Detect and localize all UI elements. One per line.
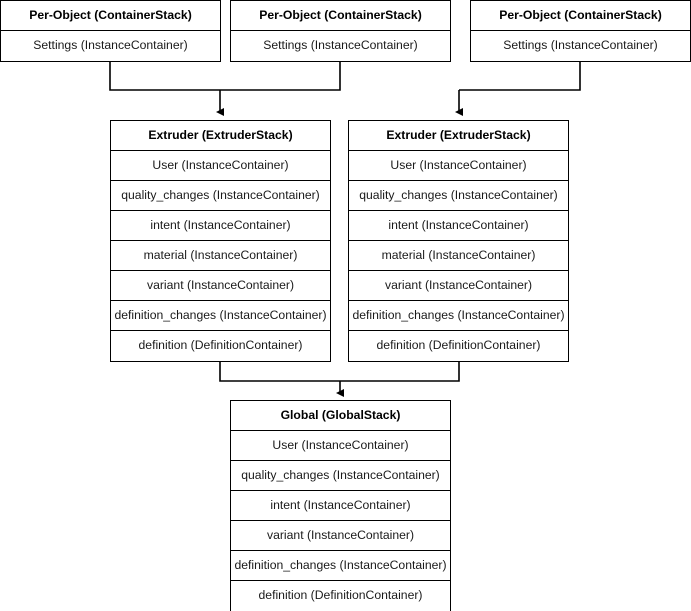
node-row: variant (InstanceContainer) bbox=[349, 271, 568, 301]
node-row: Settings (InstanceContainer) bbox=[231, 31, 450, 61]
node-row: quality_changes (InstanceContainer) bbox=[111, 181, 330, 211]
node-row: User (InstanceContainer) bbox=[111, 151, 330, 181]
node-row: quality_changes (InstanceContainer) bbox=[349, 181, 568, 211]
node-title: Per-Object (ContainerStack) bbox=[231, 1, 450, 31]
node-row: definition_changes (InstanceContainer) bbox=[349, 301, 568, 331]
node-row: intent (InstanceContainer) bbox=[349, 211, 568, 241]
node-row: User (InstanceContainer) bbox=[231, 431, 450, 461]
node-per-object-2[interactable]: Per-Object (ContainerStack) Settings (In… bbox=[230, 0, 451, 62]
node-row: definition (DefinitionContainer) bbox=[349, 331, 568, 361]
edge-per-object-2-to-extruder-1 bbox=[220, 60, 341, 91]
node-row: material (InstanceContainer) bbox=[111, 241, 330, 271]
node-row: variant (InstanceContainer) bbox=[111, 271, 330, 301]
node-extruder-2[interactable]: Extruder (ExtruderStack) User (InstanceC… bbox=[348, 120, 569, 362]
node-row: definition (DefinitionContainer) bbox=[231, 581, 450, 611]
node-per-object-3[interactable]: Per-Object (ContainerStack) Settings (In… bbox=[470, 0, 691, 62]
node-global[interactable]: Global (GlobalStack) User (InstanceConta… bbox=[230, 400, 451, 611]
edge-extruder-2-to-global bbox=[340, 360, 460, 382]
node-row: Settings (InstanceContainer) bbox=[1, 31, 220, 61]
node-title: Per-Object (ContainerStack) bbox=[471, 1, 690, 31]
node-title: Extruder (ExtruderStack) bbox=[349, 121, 568, 151]
edge-per-object-3-to-extruder-2 bbox=[459, 60, 581, 91]
edge-extruder-1-to-global bbox=[219, 360, 340, 382]
node-row: definition_changes (InstanceContainer) bbox=[111, 301, 330, 331]
node-title: Global (GlobalStack) bbox=[231, 401, 450, 431]
node-title: Extruder (ExtruderStack) bbox=[111, 121, 330, 151]
node-row: material (InstanceContainer) bbox=[349, 241, 568, 271]
node-row: Settings (InstanceContainer) bbox=[471, 31, 690, 61]
node-row: intent (InstanceContainer) bbox=[111, 211, 330, 241]
node-row: quality_changes (InstanceContainer) bbox=[231, 461, 450, 491]
node-per-object-1[interactable]: Per-Object (ContainerStack) Settings (In… bbox=[0, 0, 221, 62]
node-row: variant (InstanceContainer) bbox=[231, 521, 450, 551]
node-row: definition (DefinitionContainer) bbox=[111, 331, 330, 361]
node-extruder-1[interactable]: Extruder (ExtruderStack) User (InstanceC… bbox=[110, 120, 331, 362]
node-row: intent (InstanceContainer) bbox=[231, 491, 450, 521]
node-title: Per-Object (ContainerStack) bbox=[1, 1, 220, 31]
edge-per-object-1-to-extruder-1 bbox=[109, 60, 220, 91]
node-row: User (InstanceContainer) bbox=[349, 151, 568, 181]
node-row: definition_changes (InstanceContainer) bbox=[231, 551, 450, 581]
